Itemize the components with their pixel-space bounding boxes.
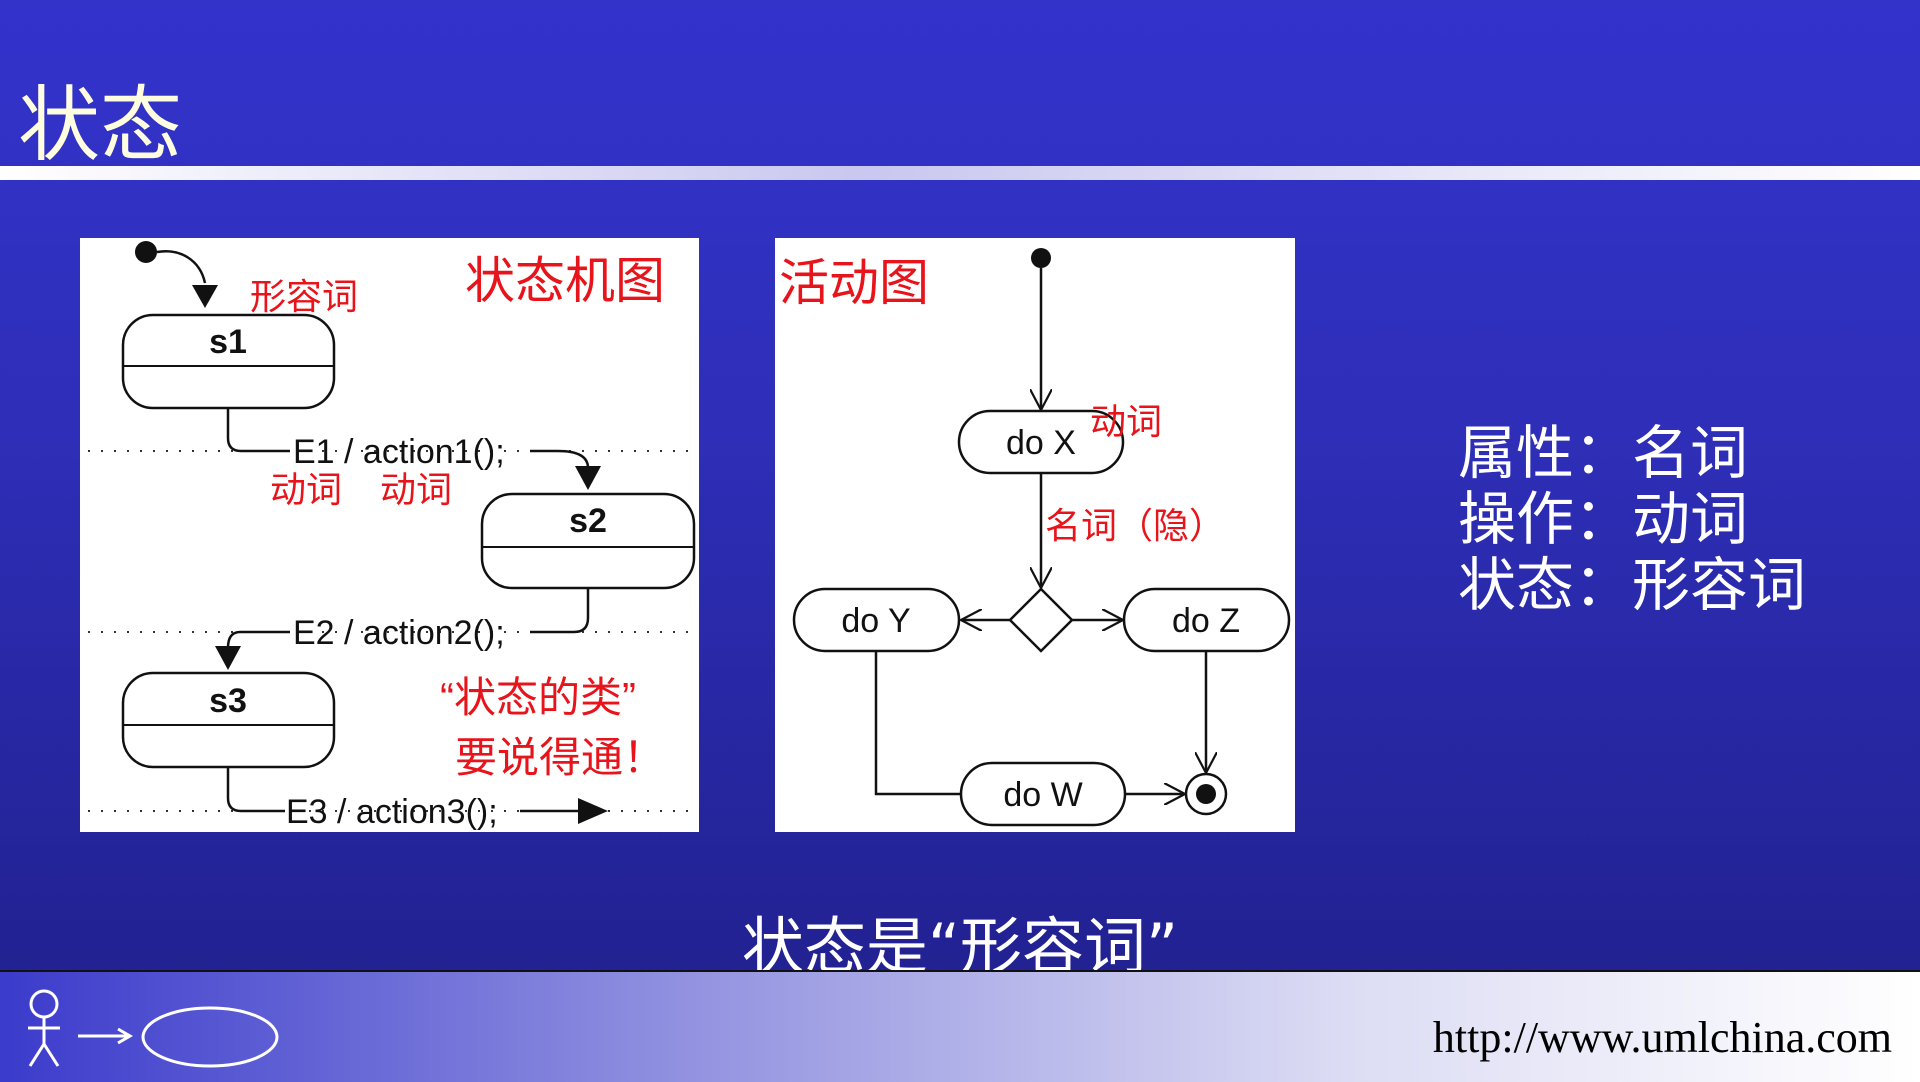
mapping-operation: 操作：动词 xyxy=(1458,485,1749,553)
slide-title: 状态 xyxy=(18,78,183,173)
action-do-y-label: do Y xyxy=(841,602,910,640)
action-do-w-label: do W xyxy=(1003,776,1082,814)
action-do-y: do Y xyxy=(792,587,961,653)
annotation-note-line1: “状态的类” xyxy=(440,674,636,721)
transition-e1-line xyxy=(226,408,290,453)
state-machine-panel: s1 s2 s3 E1 / action1(); E2 / action2();… xyxy=(80,238,699,832)
initial-node-icon xyxy=(135,241,157,263)
footer-bar: http://www.umlchina.com xyxy=(0,970,1920,1082)
transition-e2-label: E2 / action2(); xyxy=(293,614,505,652)
state-s1-label: s1 xyxy=(209,323,247,361)
umlchina-logo xyxy=(28,989,279,1068)
transition-e1-label: E1 / action1(); xyxy=(293,433,505,471)
activity-initial-node-icon xyxy=(1031,248,1051,268)
annotation-adjective: 形容词 xyxy=(250,276,358,317)
actor-icon xyxy=(28,989,60,1067)
activity-diagram-panel: do X do Y do Z do W xyxy=(775,238,1295,832)
state-s1: s1 xyxy=(121,313,336,410)
concept-mapping-list: 属性：名词 操作：动词 状态：形容词 xyxy=(1458,420,1806,618)
state-s2: s2 xyxy=(480,492,696,590)
transition-e3-line xyxy=(226,767,285,813)
state-s3: s3 xyxy=(121,671,336,769)
initial-transition xyxy=(156,250,207,284)
transition-e2-line xyxy=(530,588,590,634)
action-do-x: do X xyxy=(957,409,1125,475)
state-machine-heading: 状态机图 xyxy=(465,253,665,309)
footer-url[interactable]: http://www.umlchina.com xyxy=(1432,1013,1892,1062)
annotation-action-verb: 动词 xyxy=(380,469,452,510)
transition-e3-label: E3 / action3(); xyxy=(286,793,498,831)
action-do-z-label: do Z xyxy=(1172,602,1240,640)
action-do-x-label: do X xyxy=(1006,424,1076,462)
mapping-state: 状态：形容词 xyxy=(1458,551,1807,619)
activity-heading: 活动图 xyxy=(779,255,929,311)
title-divider xyxy=(0,166,1920,180)
final-node-icon xyxy=(1184,772,1228,816)
annotation-note-line2: 要说得通！ xyxy=(455,734,665,781)
annotation-event-verb: 动词 xyxy=(270,469,342,510)
state-s3-label: s3 xyxy=(209,682,247,720)
action-do-w: do W xyxy=(959,761,1127,827)
mapping-attribute: 属性：名词 xyxy=(1458,419,1749,487)
state-s2-label: s2 xyxy=(569,502,607,540)
annotation-flow-noun: 名词（隐） xyxy=(1045,505,1225,546)
decision-node-icon xyxy=(1008,587,1074,653)
annotation-do-x-verb: 动词 xyxy=(1090,401,1162,442)
use-case-ellipse-icon xyxy=(141,1006,279,1068)
action-do-z: do Z xyxy=(1122,587,1291,653)
